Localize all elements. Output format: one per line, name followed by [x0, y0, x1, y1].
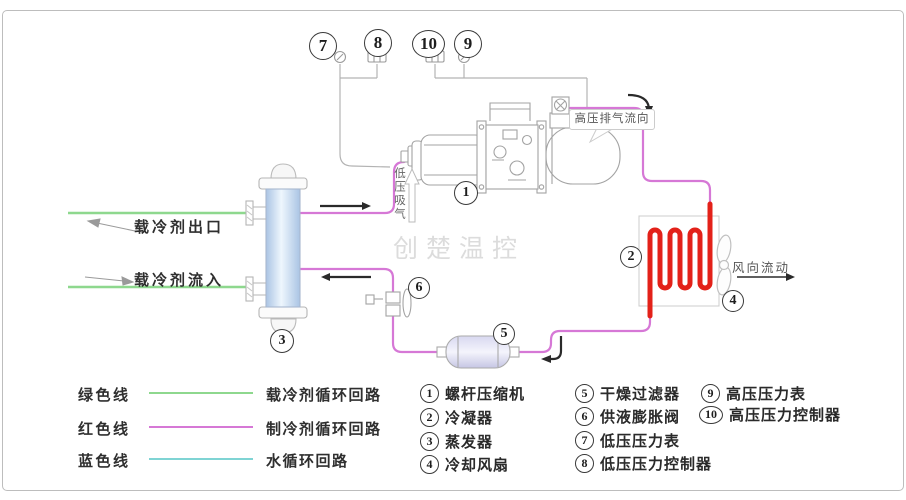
legend-item-filter: 5 干燥过滤器	[575, 383, 680, 404]
discharge-label: 高压排气流向	[569, 109, 655, 130]
fan-icon	[716, 234, 732, 296]
legend-num: 4	[420, 455, 439, 474]
legend-label: 低压压力控制器	[600, 457, 713, 473]
compressor-drawing	[400, 96, 621, 194]
suction-label: 低压吸气	[393, 167, 405, 221]
marker-fan: 4	[722, 290, 744, 312]
legend-item-evaporator: 3 蒸发器	[420, 431, 493, 452]
legend-line-sample-blue	[149, 458, 253, 460]
legend-num: 1	[420, 384, 439, 403]
gauge-7-icon	[333, 50, 347, 64]
legend-label: 干燥过滤器	[600, 387, 681, 403]
legend-item-hp-controller: 10 高压压力控制器	[699, 404, 841, 425]
legend-line-desc: 载冷剂循环回路	[266, 388, 382, 404]
suction-flow-arrow	[404, 167, 420, 223]
legend-label: 冷凝器	[445, 411, 494, 427]
air-flow-label: 风向流动	[732, 261, 791, 275]
legend-line-desc: 制冷剂循环回路	[266, 422, 382, 438]
legend-label: 冷却风扇	[445, 458, 510, 474]
marker-compressor: 1	[454, 181, 478, 205]
marker-lp-controller: 8	[364, 29, 392, 57]
legend-num: 2	[420, 408, 439, 427]
legend-line-name: 蓝色线	[78, 454, 131, 470]
legend-num: 5	[575, 384, 594, 403]
legend-line-desc: 水循环回路	[266, 454, 349, 470]
legend-item-condenser: 2 冷凝器	[420, 407, 493, 428]
legend-item-compressor: 1 螺杆压缩机	[420, 383, 525, 404]
legend-num: 3	[420, 432, 439, 451]
legend-item-expansion-valve: 6 供液膨胀阀	[575, 406, 680, 427]
legend-line-name: 红色线	[78, 422, 131, 438]
evaporator-drawing	[245, 163, 308, 334]
legend-num: 9	[701, 384, 720, 403]
sensor-lines	[339, 64, 588, 168]
legend-label: 螺杆压缩机	[445, 387, 526, 403]
marker-lp-gauge: 7	[309, 32, 337, 60]
marker-hp-gauge: 9	[454, 30, 482, 58]
legend-label: 高压压力控制器	[729, 408, 842, 424]
legend-item-lp-gauge: 7 低压压力表	[575, 430, 680, 451]
marker-expansion-valve: 6	[408, 277, 430, 299]
legend-label: 供液膨胀阀	[600, 410, 681, 426]
legend-label: 蒸发器	[445, 435, 494, 451]
legend-item-hp-gauge: 9 高压压力表	[701, 383, 806, 404]
legend-num: 8	[575, 454, 594, 473]
condenser-coil	[647, 201, 713, 319]
legend-line-sample-red	[149, 426, 253, 428]
legend-item-fan: 4 冷却风扇	[420, 454, 509, 475]
legend-line-sample-green	[149, 392, 253, 394]
marker-filter: 5	[493, 323, 515, 345]
coolant-inlet-label: 载冷剂流入	[134, 273, 225, 289]
legend-item-lp-controller: 8 低压压力控制器	[575, 453, 712, 474]
diagram-frame-border	[2, 10, 904, 491]
legend-num: 6	[575, 407, 594, 426]
marker-hp-controller: 10	[412, 30, 445, 58]
legend-num: 7	[575, 431, 594, 450]
expansion-valve-drawing	[365, 288, 412, 318]
legend-line-name: 绿色线	[78, 388, 131, 404]
watermark: 创楚温控	[393, 236, 526, 263]
marker-condenser: 2	[620, 246, 642, 268]
coolant-lines	[68, 211, 246, 289]
flow-arrows	[320, 93, 795, 363]
coolant-outlet-label: 载冷剂出口	[134, 220, 225, 236]
marker-evaporator: 3	[270, 329, 294, 353]
legend-label: 高压压力表	[726, 387, 807, 403]
legend-num: 10	[699, 405, 723, 424]
legend-label: 低压压力表	[600, 434, 681, 450]
refrigerant-pipes	[298, 106, 712, 354]
